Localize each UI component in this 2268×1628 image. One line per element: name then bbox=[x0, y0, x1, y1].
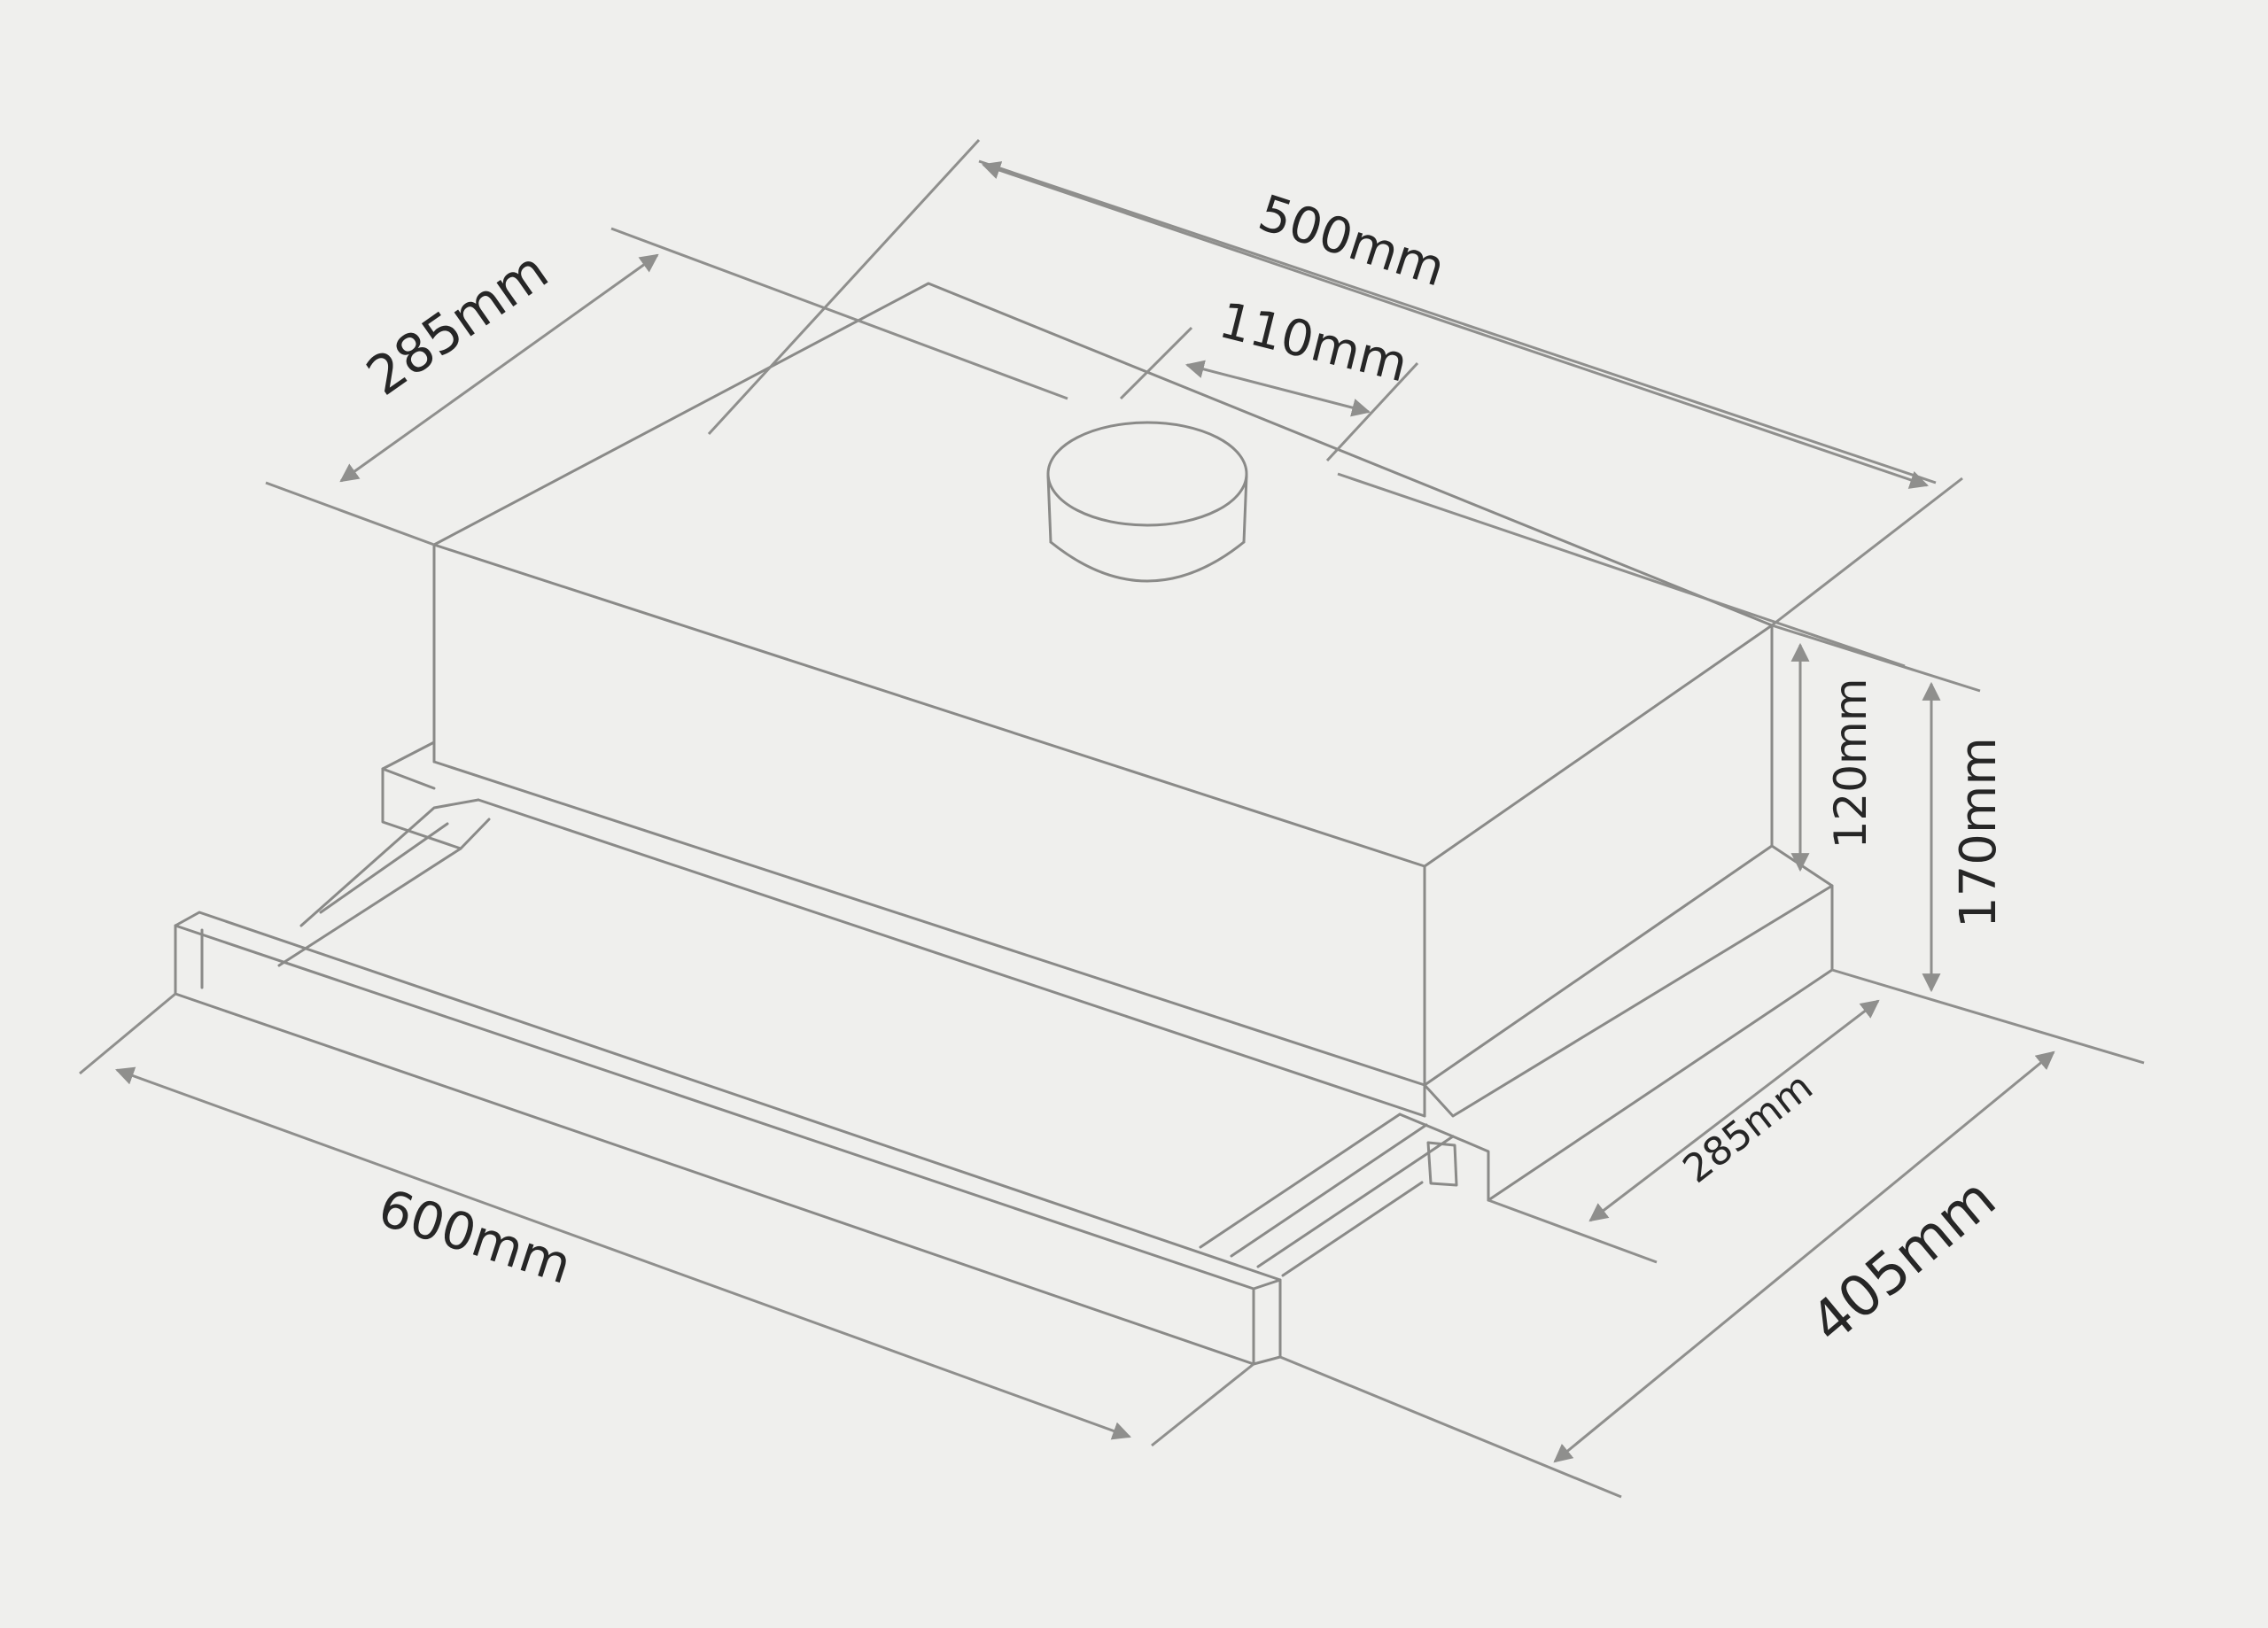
dim-line-duct bbox=[1184, 360, 1371, 417]
dim-line-front-width bbox=[115, 1066, 1131, 1440]
hood-top-face bbox=[432, 282, 1774, 868]
exhaust-duct bbox=[1046, 421, 1248, 583]
label-total-height: 170mm bbox=[1950, 737, 2008, 928]
label-body-height: 120mm bbox=[1825, 678, 1876, 849]
label-base-depth: 285mm bbox=[1675, 1064, 1821, 1192]
front-trim-bar bbox=[174, 911, 1282, 1366]
label-top-width: 500mm bbox=[1252, 184, 1452, 298]
control-switch bbox=[1426, 1141, 1458, 1187]
duct-top-ellipse bbox=[1046, 421, 1248, 527]
label-front-width: 600mm bbox=[371, 1177, 579, 1296]
hood-body bbox=[432, 282, 1774, 1118]
hood-front-bottom-edge bbox=[432, 760, 1426, 1087]
dimension-labels: 285mm 500mm 110mm 120mm 170mm 600mm 285m… bbox=[356, 184, 2008, 1356]
label-extended-depth: 405mm bbox=[1798, 1166, 2008, 1356]
dim-line-extended-depth bbox=[1553, 1050, 2055, 1463]
dimension-lines bbox=[115, 161, 2055, 1463]
label-top-depth: 285mm bbox=[356, 240, 560, 408]
dim-line-top-width bbox=[982, 161, 1929, 489]
duct-bottom-arc bbox=[1049, 540, 1246, 583]
dim-line-top-depth bbox=[339, 253, 659, 483]
telescopic-drawer bbox=[277, 740, 1834, 1277]
hood-right-bottom-edge bbox=[1423, 844, 1774, 1087]
